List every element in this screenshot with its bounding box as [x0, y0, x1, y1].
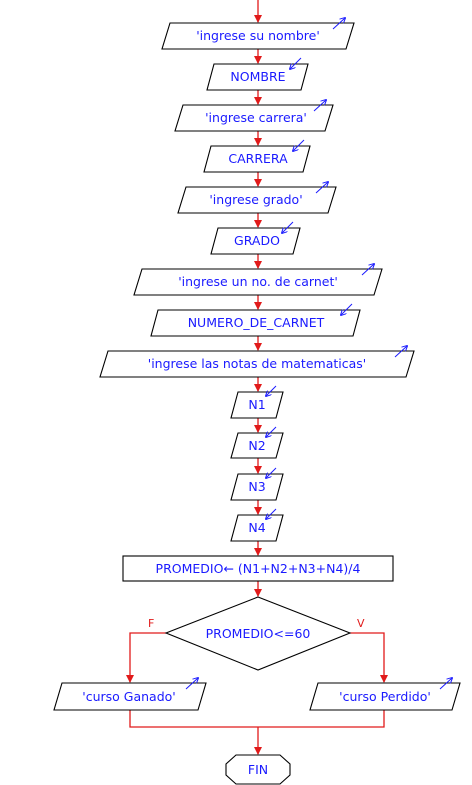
svg-text:N4: N4: [248, 520, 265, 535]
branch-label-false: F: [148, 617, 154, 630]
output-node-course-won: 'curso Ganado': [53, 678, 207, 711]
output-node-ask-name: 'ingrese su nombre': [161, 18, 355, 50]
output-node-ask-grades: 'ingrese las notas de matematicas': [99, 346, 415, 378]
svg-text:'ingrese su nombre': 'ingrese su nombre': [196, 28, 320, 43]
svg-text:GRADO: GRADO: [234, 233, 280, 248]
edge-dec1-true: [350, 632, 388, 683]
svg-text:'curso Perdido': 'curso Perdido': [339, 689, 431, 704]
branch-label-true: V: [357, 617, 365, 630]
svg-text:'ingrese carrera': 'ingrese carrera': [205, 110, 307, 125]
output-node-course-lost: 'curso Perdido': [309, 678, 461, 711]
connectors: [126, 0, 388, 755]
svg-text:N3: N3: [248, 479, 265, 494]
svg-text:'ingrese las notas de matemati: 'ingrese las notas de matematicas': [148, 356, 366, 371]
input-node-n1: N1: [230, 385, 284, 419]
input-node-career: CARRERA: [203, 139, 311, 173]
svg-text:'ingrese grado': 'ingrese grado': [209, 192, 302, 207]
output-node-ask-career: 'ingrese carrera': [174, 100, 334, 132]
svg-text:CARRERA: CARRERA: [228, 151, 288, 166]
svg-text:'curso Ganado': 'curso Ganado': [82, 689, 175, 704]
svg-text:FIN: FIN: [248, 762, 268, 777]
process-node-average: PROMEDIO← (N1+N2+N3+N4)/4: [122, 555, 394, 582]
input-node-name: NOMBRE: [206, 57, 309, 91]
decision-node-average-check: PROMEDIO<=60: [164, 596, 352, 671]
edge-outV-merge: [258, 710, 385, 728]
svg-text:NOMBRE: NOMBRE: [230, 69, 285, 84]
input-node-n4: N4: [230, 508, 284, 542]
nodes: 'ingrese su nombre' NOMBRE 'ingrese carr…: [53, 18, 461, 785]
terminal-node-end: FIN: [225, 754, 291, 785]
edge-outF-merge: [129, 710, 258, 728]
input-node-n2: N2: [230, 426, 284, 459]
output-node-ask-grade: 'ingrese grado': [177, 182, 337, 214]
input-node-grade: GRADO: [210, 221, 301, 255]
input-node-carnet: NUMERO_DE_CARNET: [150, 303, 361, 337]
svg-text:PROMEDIO<=60: PROMEDIO<=60: [206, 626, 311, 641]
input-node-n3: N3: [230, 467, 284, 501]
svg-text:N2: N2: [248, 438, 265, 453]
edge-dec1-false: [126, 632, 166, 683]
svg-text:NUMERO_DE_CARNET: NUMERO_DE_CARNET: [188, 315, 325, 330]
svg-text:'ingrese un no. de carnet': 'ingrese un no. de carnet': [178, 274, 338, 289]
output-node-ask-carnet: 'ingrese un no. de carnet': [133, 264, 383, 296]
svg-text:N1: N1: [248, 397, 265, 412]
svg-text:PROMEDIO← (N1+N2+N3+N4)/4: PROMEDIO← (N1+N2+N3+N4)/4: [156, 561, 361, 576]
